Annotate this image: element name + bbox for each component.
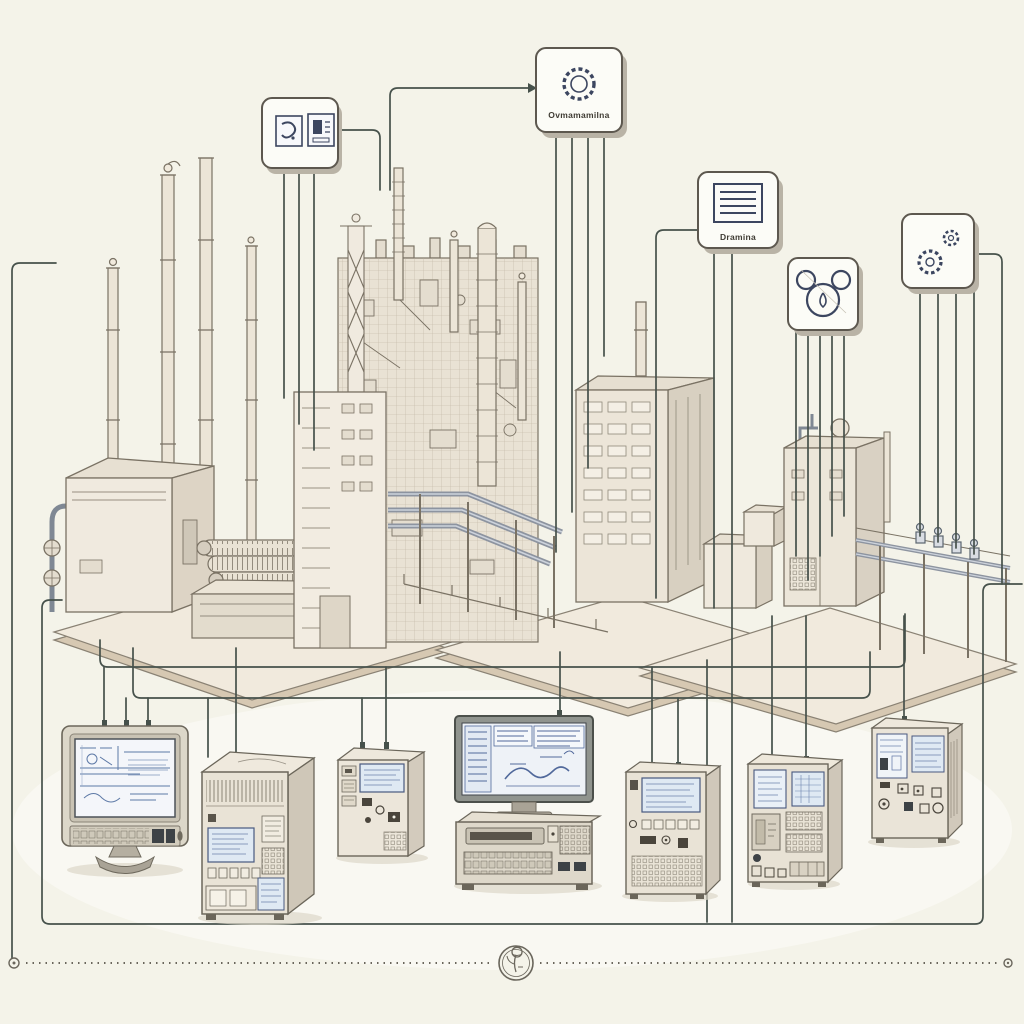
flower-medallion-icon <box>498 945 534 981</box>
bottom-divider <box>8 945 1013 981</box>
bear-face-gauge-icon <box>795 269 852 318</box>
arrow-line <box>389 87 529 191</box>
document-badge-label: Dramina <box>720 232 756 242</box>
storage-building <box>43 457 215 613</box>
crt-engineering-workstation <box>61 720 189 877</box>
gears-badge <box>901 213 979 294</box>
gauge-face-badge <box>787 257 863 336</box>
console-keyboard <box>463 851 553 875</box>
wall-control-panel <box>622 761 722 902</box>
instrument-panel-badge <box>261 97 342 174</box>
column-group-center <box>392 167 527 487</box>
relay-cabinet <box>868 716 964 848</box>
cabinet-screen <box>207 827 255 863</box>
right-platform <box>637 607 1018 733</box>
crt-screen <box>74 738 176 818</box>
panel-vent-grid <box>631 855 703 887</box>
louver-building <box>573 301 715 604</box>
document-icon <box>713 183 763 223</box>
pipe-rack <box>388 491 609 633</box>
dual-screen-panel <box>746 753 844 890</box>
compact-control-cabinet <box>336 742 428 864</box>
right-process-unit <box>783 414 891 608</box>
control-cabinet-icon <box>307 113 335 147</box>
left-border-line <box>11 262 57 959</box>
crt-schematic-sketch <box>80 745 170 803</box>
utility-boxes <box>701 504 788 609</box>
document-badge: Dramina <box>697 171 783 254</box>
large-control-cabinet <box>198 751 322 925</box>
cabinet-vents <box>206 780 284 802</box>
console-hmi-screen <box>464 725 585 793</box>
panel-screen-right <box>791 771 825 807</box>
process-tower <box>293 391 387 649</box>
two-gears-icon <box>917 229 960 275</box>
bus-line-2 <box>132 647 871 699</box>
gear-icon <box>562 67 596 101</box>
arrowhead <box>528 83 537 93</box>
gear-badge: Ovmamamilna <box>535 47 627 138</box>
relay-screen-right <box>911 735 945 773</box>
gear-badge-label: Ovmamamilna <box>548 110 609 120</box>
operator-console <box>454 710 603 894</box>
stack-group-left <box>106 157 258 561</box>
outer-loop-line <box>41 583 1023 925</box>
compact-vent <box>383 831 407 851</box>
wrench-icon <box>275 115 303 147</box>
compact-screen <box>359 763 405 793</box>
connection-lines <box>11 87 1023 959</box>
